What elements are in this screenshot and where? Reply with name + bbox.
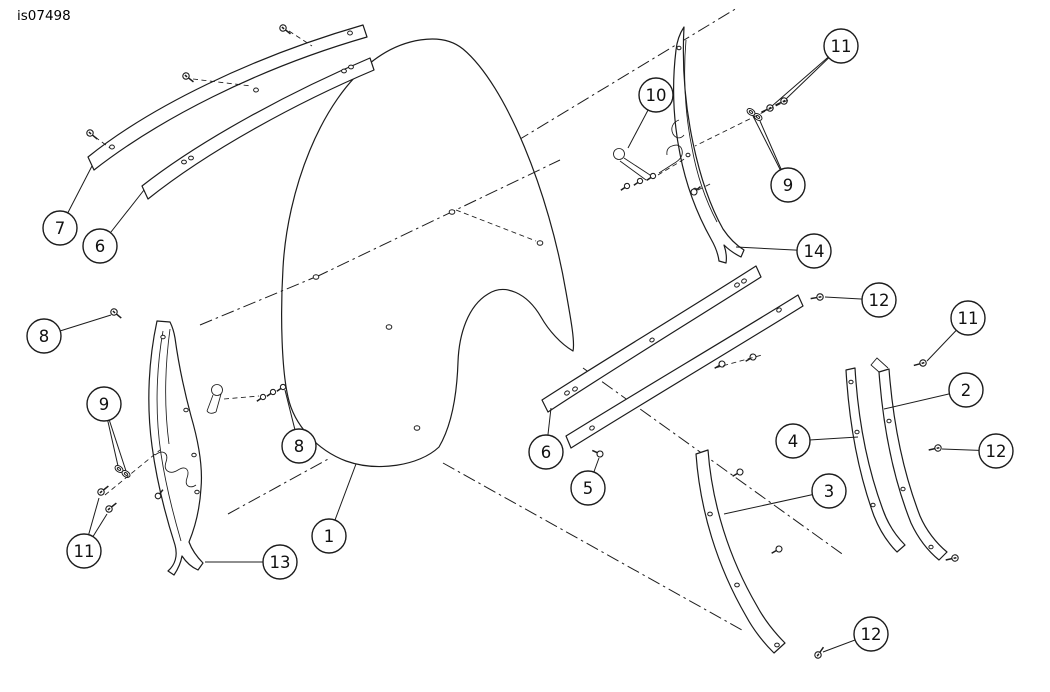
retainer-clip-right-b bbox=[658, 144, 683, 174]
callout-12-bottom: 12 bbox=[822, 616, 889, 653]
svg-text:13: 13 bbox=[270, 553, 291, 572]
trim-strip-5-right bbox=[565, 294, 804, 449]
mounting-holes bbox=[886, 418, 934, 550]
callout-1: 1 bbox=[311, 463, 357, 554]
trim-strip-2 bbox=[870, 357, 948, 561]
callout-11-top-right: 11 bbox=[771, 28, 859, 107]
screw-fastener bbox=[105, 502, 117, 513]
svg-text:11: 11 bbox=[74, 542, 95, 561]
svg-text:11: 11 bbox=[831, 37, 852, 56]
fastener-hardware bbox=[86, 24, 959, 659]
trim-strip-4 bbox=[845, 367, 906, 553]
callout-14: 14 bbox=[735, 233, 832, 269]
svg-text:2: 2 bbox=[961, 381, 972, 400]
washer bbox=[114, 465, 124, 473]
screw-fastener bbox=[771, 545, 783, 554]
callout-9-right: 9 bbox=[752, 115, 806, 203]
trim-strip-3 bbox=[695, 449, 786, 654]
screw-fastener bbox=[690, 185, 701, 196]
callout-6-right: 6 bbox=[528, 407, 564, 470]
callout-11-right: 11 bbox=[926, 300, 986, 362]
callout-8-center: 8 bbox=[281, 389, 317, 464]
windshield bbox=[199, 38, 575, 468]
windshield-centerlines bbox=[199, 159, 561, 326]
screw-fastener bbox=[182, 72, 194, 83]
svg-text:5: 5 bbox=[583, 479, 594, 498]
retainer-clip-left bbox=[206, 384, 223, 414]
svg-text:10: 10 bbox=[646, 86, 667, 105]
screw-fastener bbox=[810, 293, 824, 301]
bracket-13-left bbox=[148, 320, 204, 576]
screw-fastener bbox=[913, 359, 927, 367]
mounting-holes bbox=[589, 307, 782, 431]
callout-3: 3 bbox=[723, 473, 847, 515]
svg-text:11: 11 bbox=[958, 309, 979, 328]
svg-text:3: 3 bbox=[824, 482, 835, 501]
screw-fastener bbox=[814, 646, 825, 659]
mounting-holes bbox=[109, 30, 353, 150]
callout-4: 4 bbox=[775, 423, 859, 459]
bracket-14-right bbox=[671, 26, 745, 264]
screw-fastener bbox=[279, 24, 291, 35]
svg-text:1: 1 bbox=[324, 527, 335, 546]
screw-fastener bbox=[732, 468, 744, 477]
trim-strip-6-upper-left bbox=[141, 57, 375, 200]
svg-text:6: 6 bbox=[95, 237, 106, 256]
fastener-row-right bbox=[620, 157, 687, 191]
svg-text:8: 8 bbox=[294, 437, 305, 456]
svg-text:12: 12 bbox=[861, 625, 882, 644]
screw-fastener bbox=[775, 97, 788, 106]
screw-fastener bbox=[97, 485, 109, 496]
mounting-holes bbox=[707, 511, 780, 648]
svg-text:7: 7 bbox=[55, 219, 66, 238]
screw-fastener bbox=[154, 489, 164, 500]
mounting-holes bbox=[848, 379, 876, 508]
callout-7: 7 bbox=[42, 165, 93, 246]
callout-2: 2 bbox=[883, 372, 984, 410]
mounting-holes bbox=[160, 334, 200, 495]
retainer-clip-10 bbox=[613, 148, 651, 181]
callout-12-right: 12 bbox=[941, 433, 1014, 469]
callout-5: 5 bbox=[570, 457, 606, 506]
svg-text:4: 4 bbox=[788, 432, 799, 451]
diagram-id-label: is07498 bbox=[17, 8, 71, 24]
screw-fastener bbox=[945, 554, 959, 562]
callout-8-left: 8 bbox=[26, 314, 112, 354]
svg-text:8: 8 bbox=[39, 327, 50, 346]
fastener-row-left bbox=[223, 383, 287, 402]
svg-text:12: 12 bbox=[869, 291, 890, 310]
callout-9-left: 9 bbox=[86, 386, 127, 472]
callout-6-upper-left: 6 bbox=[82, 189, 145, 264]
trim-strip-6-right bbox=[541, 265, 762, 413]
callout-12-upper: 12 bbox=[824, 282, 897, 318]
screw-fastener bbox=[110, 308, 122, 319]
callout-balloons: 7 6 8 9 11 8 13 1 bbox=[26, 28, 1014, 653]
mounting-holes bbox=[564, 278, 747, 396]
svg-text:12: 12 bbox=[986, 442, 1007, 461]
screw-fastener bbox=[928, 444, 942, 452]
svg-text:6: 6 bbox=[541, 443, 552, 462]
mounting-holes bbox=[181, 64, 354, 165]
screw-fastener bbox=[591, 449, 604, 458]
callout-11-left: 11 bbox=[66, 497, 108, 569]
svg-text:9: 9 bbox=[783, 176, 794, 195]
svg-text:9: 9 bbox=[99, 395, 110, 414]
callout-13: 13 bbox=[205, 544, 298, 580]
callout-10: 10 bbox=[627, 77, 674, 149]
trim-strip-7 bbox=[87, 24, 368, 171]
svg-text:14: 14 bbox=[804, 242, 825, 261]
screw-fastener bbox=[86, 129, 98, 140]
mounting-holes bbox=[312, 209, 544, 431]
